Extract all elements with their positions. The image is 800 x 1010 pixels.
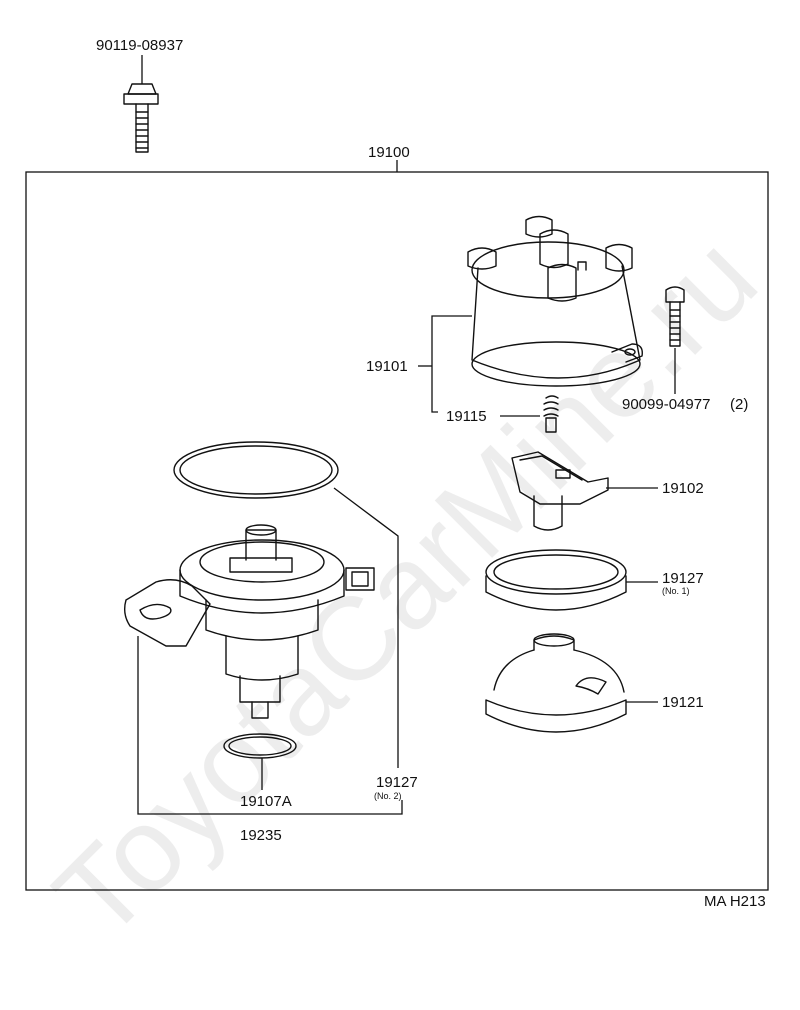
callout-spring: 19115 xyxy=(446,408,487,425)
distributor-cap-part xyxy=(467,215,643,387)
callout-housing: 19235 xyxy=(240,827,282,844)
spring-part xyxy=(543,395,559,433)
callout-cover: 19121 xyxy=(662,694,704,711)
callout-gasket-no1: 19127 xyxy=(662,570,704,587)
callout-gasket-no1-note: (No. 1) xyxy=(662,586,690,596)
callout-oring: 19107A xyxy=(240,793,292,810)
top-bolt-part xyxy=(123,55,159,153)
callout-cap: 19101 xyxy=(366,358,408,375)
gasket-no1-part xyxy=(485,549,627,611)
callout-gasket-no2: 19127 xyxy=(376,774,418,791)
callout-gasket-no2-note: (No. 2) xyxy=(374,791,402,801)
assembly-label: 19100 xyxy=(368,144,410,161)
cap-screw-part xyxy=(665,286,685,347)
rotor-part xyxy=(511,451,609,531)
gasket-no2-part xyxy=(173,441,339,499)
reference-code: MA H213 xyxy=(704,893,766,910)
callout-rotor: 19102 xyxy=(662,480,704,497)
distributor-housing-part xyxy=(123,524,375,719)
callout-bolt-top: 90119-08937 xyxy=(96,37,183,54)
callout-screw-qty: (2) xyxy=(730,396,748,413)
dust-cover-part xyxy=(485,633,627,733)
callout-screw: 90099-04977 xyxy=(622,396,710,413)
oring-part xyxy=(223,733,297,759)
